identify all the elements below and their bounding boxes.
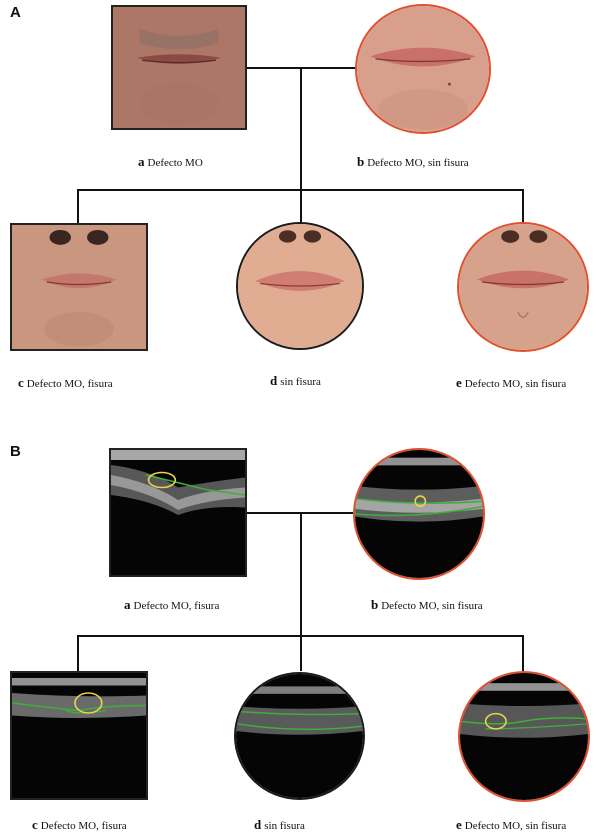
caption-text: sin fisura (264, 820, 305, 832)
pedigree-line (77, 189, 79, 223)
ultrasound-e-child (458, 671, 590, 802)
ultrasound-b-mother (353, 448, 485, 580)
caption-letter: a (124, 597, 131, 612)
ultrasound-a-father (109, 448, 247, 577)
caption-text: Defecto MO, fisura (40, 820, 127, 832)
caption-letter: b (357, 154, 365, 169)
photo-e-child (457, 222, 589, 352)
photo-d-child (236, 222, 364, 350)
pedigree-line (300, 189, 302, 223)
caption-letter: e (456, 817, 462, 832)
caption-letter: b (371, 597, 379, 612)
photo-b-mother (355, 4, 491, 134)
pedigree-line (522, 635, 524, 671)
caption-letter: d (270, 373, 278, 388)
pedigree-line (300, 512, 302, 636)
ultrasound-c-child (10, 671, 148, 800)
caption-text: sin fisura (280, 376, 321, 388)
caption-text: Defecto MO, sin fisura (367, 157, 469, 169)
caption-letter: e (456, 375, 462, 390)
panel-letter-b: B (10, 443, 21, 460)
caption-text: Defecto MO, sin fisura (381, 600, 483, 612)
panel-letter-a: A (10, 4, 21, 21)
caption-letter: a (138, 154, 145, 169)
caption-text: Defecto MO, sin fisura (464, 378, 567, 390)
pedigree-line (300, 635, 302, 671)
caption-text: Defecto MO, sin fisura (464, 820, 567, 832)
photo-c-child (10, 223, 148, 351)
caption-letter: d (254, 817, 262, 832)
photo-a-father (111, 5, 247, 130)
pedigree-line (300, 67, 302, 190)
caption-text: Defecto MO, fisura (26, 378, 113, 390)
caption-text: Defecto MO (147, 157, 203, 169)
pedigree-line (522, 189, 524, 223)
ultrasound-d-child (234, 672, 365, 800)
caption-text: Defecto MO, fisura (133, 600, 220, 612)
pedigree-line (77, 635, 79, 671)
caption-letter: c (18, 375, 24, 390)
caption-letter: c (32, 817, 38, 832)
